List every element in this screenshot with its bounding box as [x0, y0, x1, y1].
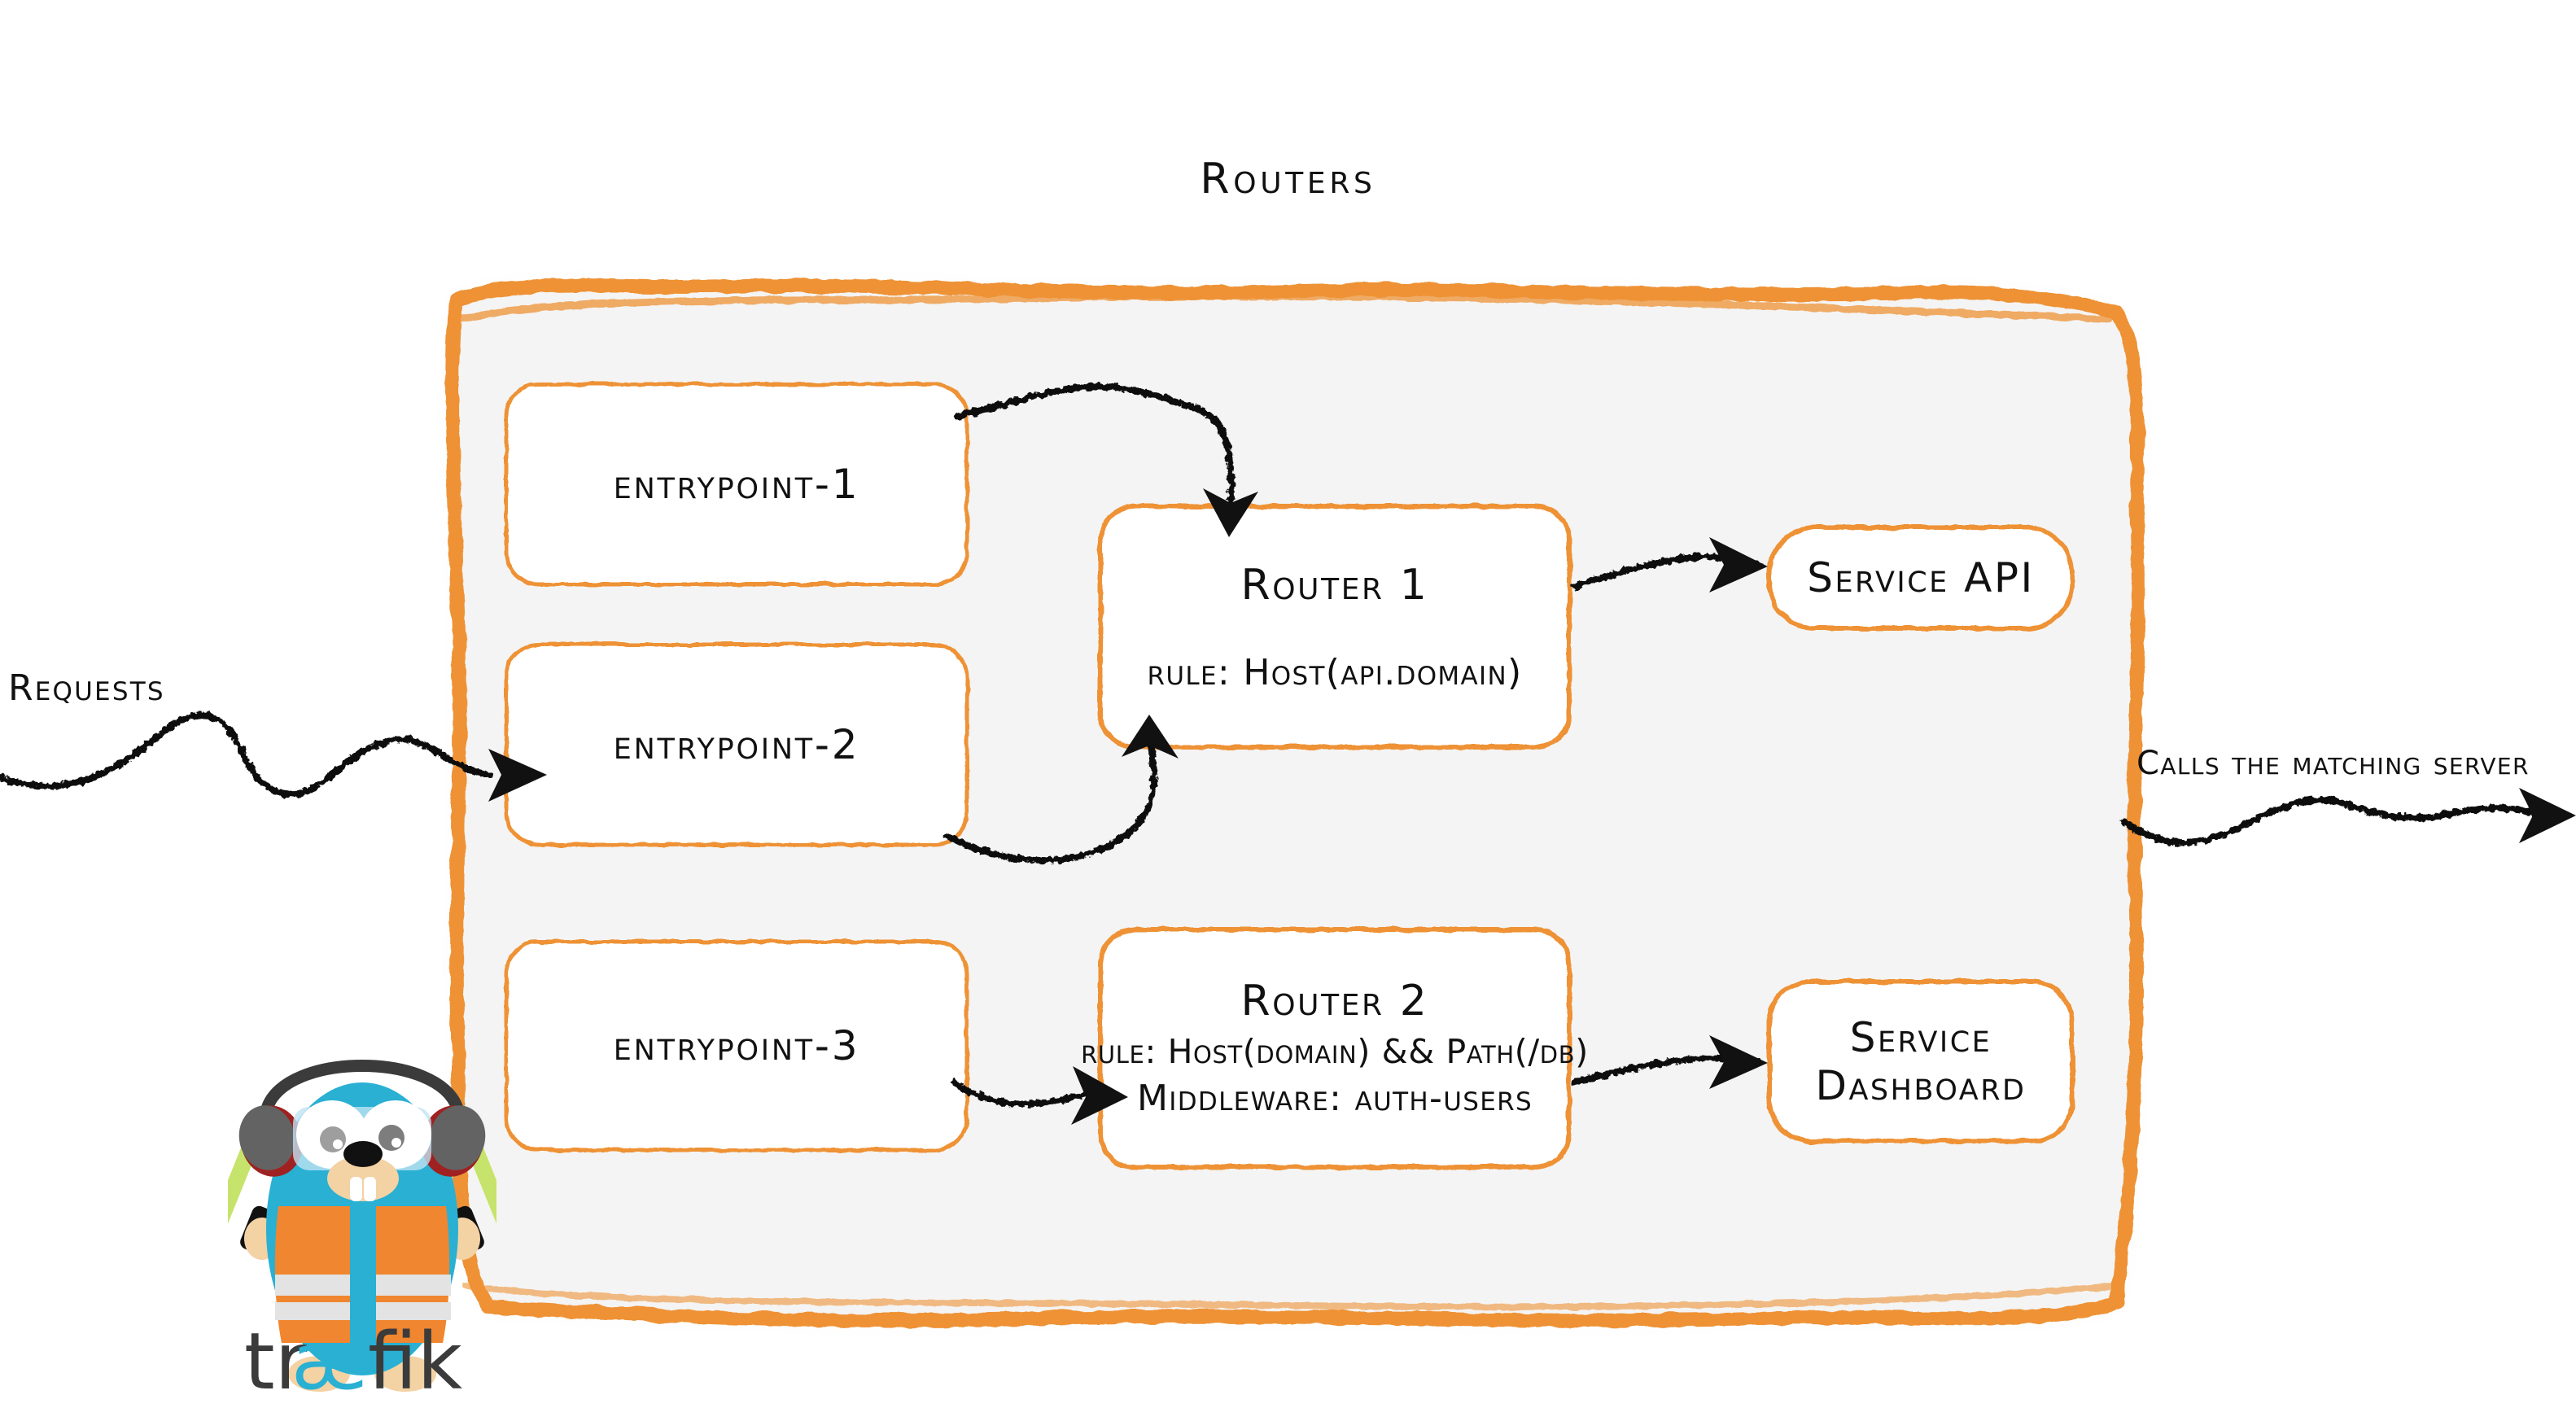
arrow-heads	[488, 488, 2576, 1125]
requests-label: Requests	[8, 667, 165, 709]
pupil-right	[378, 1125, 405, 1151]
eye-glint-left	[333, 1139, 343, 1149]
traefik-wordmark: tr æ fik	[244, 1317, 462, 1407]
wordmark-text-ae: æ	[291, 1317, 368, 1407]
arrow-calls-out	[2121, 797, 2543, 846]
page-title: Routers	[1200, 155, 1376, 203]
service-dashboard-shape[interactable]	[1767, 979, 2075, 1143]
headphone-band	[260, 1060, 464, 1115]
entrypoint-1-shape[interactable]	[504, 382, 969, 587]
arrowhead-ep3-router2	[1071, 1066, 1128, 1125]
arrowhead-requests	[488, 749, 547, 802]
arrow-ep2-router1	[945, 736, 1158, 864]
safety-vest	[274, 1206, 451, 1343]
arrowhead-router2-dashboard	[1709, 1035, 1768, 1089]
arrowhead-router1-api	[1709, 537, 1768, 592]
arrow-requests-in	[0, 711, 492, 798]
headphone-cup-right	[421, 1105, 486, 1177]
eye-glint-right	[391, 1138, 401, 1148]
router-1-shape[interactable]	[1098, 504, 1572, 750]
headphone-cup-left	[238, 1105, 304, 1177]
gopher-nose	[343, 1141, 383, 1167]
traefik-gopher-mascot	[228, 1060, 496, 1392]
entrypoint-2-shape[interactable]	[504, 642, 969, 847]
wordmark-text-post: fik	[368, 1317, 462, 1407]
arrow-ep3-router2	[951, 1079, 1094, 1108]
router-2-shape[interactable]	[1098, 927, 1572, 1170]
service-api-shape[interactable]	[1767, 525, 2075, 631]
entrypoint-3-shape[interactable]	[504, 939, 969, 1152]
gopher-muzzle	[327, 1156, 399, 1201]
arrowhead-ep2-router1	[1122, 715, 1179, 759]
gopher-tooth-left	[350, 1177, 362, 1201]
gopher-tooth-right	[364, 1177, 376, 1201]
pupil-left	[320, 1126, 346, 1152]
arrowhead-ep1-router1	[1203, 488, 1258, 537]
arrow-ep1-router1	[953, 383, 1235, 514]
arrowhead-calls-out	[2519, 788, 2576, 843]
wordmark-text-pre: tr	[244, 1317, 308, 1407]
calls-matching-server-label: Calls the matching server	[2136, 745, 2530, 782]
